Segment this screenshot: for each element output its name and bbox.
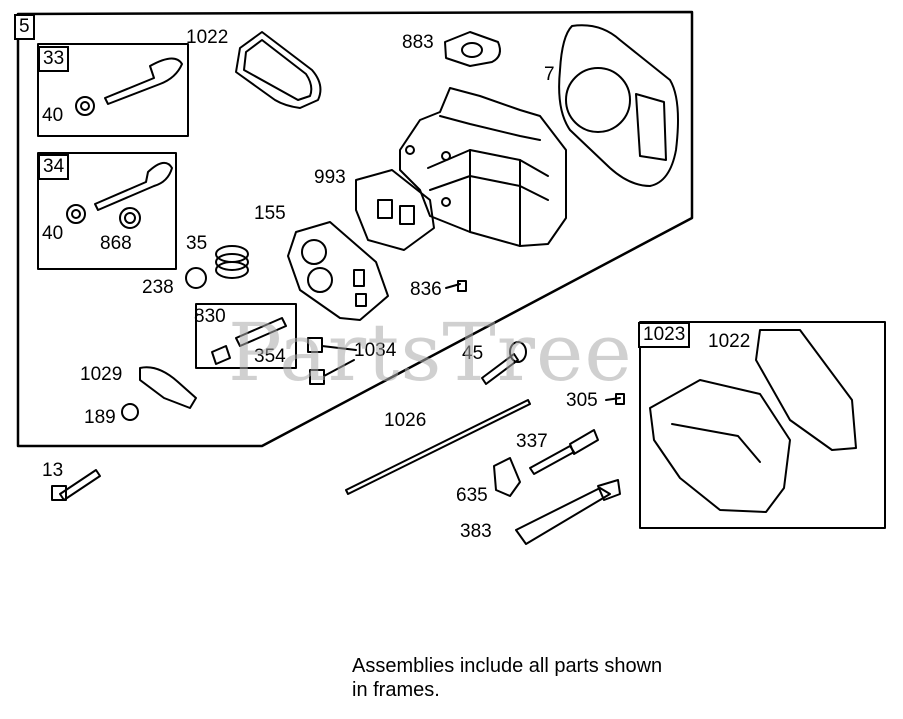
part-label-868: 868 <box>100 233 132 254</box>
part-label-13: 13 <box>42 460 64 481</box>
part-label-238: 238 <box>142 277 174 298</box>
frame-label-stud-kit: 830 <box>194 306 226 327</box>
part-label-354: 354 <box>254 346 286 367</box>
part-label-1022-cover: 1022 <box>708 331 751 352</box>
assembly-note: Assemblies include all parts shown in fr… <box>352 654 662 702</box>
part-label-635: 635 <box>456 485 488 506</box>
part-label-993: 993 <box>314 167 346 188</box>
part-label-40-exhaust: 40 <box>42 105 64 126</box>
assembly-note-line-1: Assemblies include all parts shown <box>352 655 663 677</box>
intake-gasket-part <box>355 169 435 251</box>
part-label-35: 35 <box>186 233 208 254</box>
frame-label-cover-kit: 1023 <box>638 322 691 348</box>
watermark: PartsTree <box>228 306 633 399</box>
valve-spring-part <box>215 245 249 279</box>
part-label-1026: 1026 <box>384 410 427 431</box>
breather-plate-part <box>287 221 389 321</box>
bolt-836-part <box>445 280 467 292</box>
spark-plug-part <box>529 429 599 475</box>
stud-kit-frame <box>195 303 297 369</box>
part-label-337: 337 <box>516 431 548 452</box>
tappet-part <box>481 341 527 385</box>
intake-valve-part <box>66 161 173 229</box>
part-label-836: 836 <box>410 279 442 300</box>
exhaust-valve-part <box>75 57 183 116</box>
rocker-arm-part <box>121 366 197 421</box>
main-assembly-frame <box>16 10 694 448</box>
part-label-155: 155 <box>254 203 286 224</box>
part-label-40-intake: 40 <box>42 223 64 244</box>
exhaust-gasket-part <box>444 31 501 67</box>
retainer-part <box>185 267 207 289</box>
bolt-13-part <box>51 469 101 501</box>
boot-part <box>493 457 521 497</box>
bolt-305-part <box>605 393 625 405</box>
part-label-1022-top: 1022 <box>186 27 229 48</box>
part-label-1034: 1034 <box>354 340 397 361</box>
part-label-7: 7 <box>544 64 555 85</box>
frame-label-main: 5 <box>14 14 35 40</box>
guide-plate-part <box>307 337 357 385</box>
cover-kit-frame <box>639 321 886 529</box>
part-label-883: 883 <box>402 32 434 53</box>
frame-label-intake-valve: 34 <box>38 154 70 180</box>
part-label-1029: 1029 <box>80 364 123 385</box>
part-label-189: 189 <box>84 407 116 428</box>
part-label-45: 45 <box>462 343 484 364</box>
push-rod-part <box>345 399 531 495</box>
intake-valve-frame <box>37 152 177 270</box>
part-label-305: 305 <box>566 390 598 411</box>
rocker-gasket-part <box>235 31 322 109</box>
head-gasket-part <box>558 24 679 187</box>
stud-part <box>211 317 287 365</box>
cylinder-head-part <box>399 87 567 247</box>
part-label-383: 383 <box>460 521 492 542</box>
assembly-note-line-2: in frames. <box>352 679 440 701</box>
plug-wrench-part <box>515 479 621 545</box>
rocker-cover-part <box>649 329 857 513</box>
frame-label-exhaust-valve: 33 <box>38 46 70 72</box>
exhaust-valve-frame <box>37 43 189 137</box>
